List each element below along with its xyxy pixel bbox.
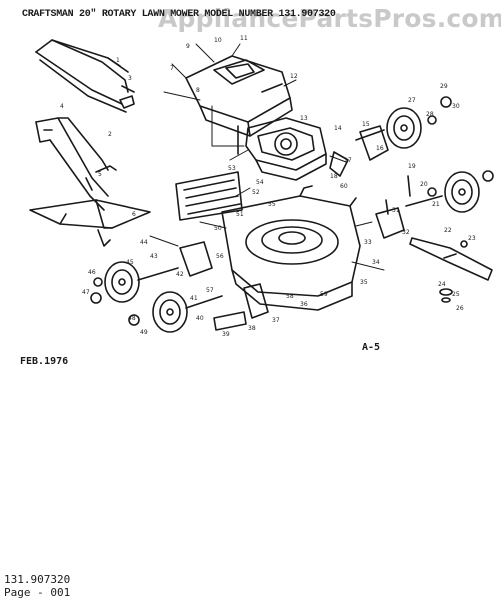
callout-4: 4	[60, 103, 64, 110]
diagram-date: FEB.1976	[20, 356, 69, 367]
callout-36: 36	[300, 301, 308, 308]
callout-46: 46	[88, 269, 96, 276]
callout-30: 30	[452, 103, 460, 110]
callout-29: 29	[440, 83, 448, 90]
callout-31: 31	[392, 207, 400, 214]
left-front-wheel	[90, 261, 179, 304]
callout-12: 12	[290, 73, 298, 80]
callout-45: 45	[126, 259, 134, 266]
callout-56: 56	[216, 253, 224, 260]
callout-8: 8	[196, 87, 200, 94]
page-number: Page - 001	[4, 586, 71, 599]
callout-18: 18	[330, 173, 338, 180]
callout-24: 24	[438, 281, 446, 288]
air-filter	[175, 171, 243, 221]
callout-3: 3	[128, 75, 132, 82]
callout-23: 23	[468, 235, 476, 242]
upper-handle	[35, 39, 135, 113]
mower-deck	[221, 185, 361, 311]
callout-27: 27	[408, 97, 416, 104]
grass-bag-adapter	[29, 199, 151, 247]
height-adjusters	[179, 125, 411, 331]
callout-51: 51	[236, 211, 244, 218]
callout-55: 55	[268, 201, 276, 208]
callout-52: 52	[252, 189, 260, 196]
lower-handle	[35, 117, 117, 211]
callout-16: 16	[376, 145, 384, 152]
callout-57: 57	[206, 287, 214, 294]
watermark: AppliancePartsPros.com	[158, 4, 501, 33]
callout-17: 17	[344, 157, 352, 164]
callout-58: 58	[286, 293, 294, 300]
right-front-wheel	[405, 170, 494, 213]
callout-2: 2	[108, 131, 112, 138]
callout-60: 60	[340, 183, 348, 190]
callout-53: 53	[228, 165, 236, 172]
callout-9: 9	[186, 43, 190, 50]
callout-41: 41	[190, 295, 198, 302]
callout-34: 34	[372, 259, 380, 266]
callout-6: 6	[132, 211, 136, 218]
callout-39: 39	[222, 331, 230, 338]
callout-19: 19	[408, 163, 416, 170]
callout-44: 44	[140, 239, 148, 246]
callout-40: 40	[196, 315, 204, 322]
model-number: 131.907320	[4, 573, 71, 586]
callout-32: 32	[402, 229, 410, 236]
callout-59: 59	[320, 291, 328, 298]
right-rear-wheel	[355, 96, 452, 149]
callout-15: 15	[362, 121, 370, 128]
callout-49: 49	[140, 329, 148, 336]
callout-11: 11	[240, 35, 248, 42]
callout-54: 54	[256, 179, 264, 186]
callout-25: 25	[452, 291, 460, 298]
callout-47: 47	[82, 289, 90, 296]
leader-lines	[149, 43, 385, 271]
blade	[409, 237, 493, 303]
callout-43: 43	[150, 253, 158, 260]
callout-26: 26	[456, 305, 464, 312]
callout-7: 7	[170, 65, 174, 72]
callout-48: 48	[128, 315, 136, 322]
callout-37: 37	[272, 317, 280, 324]
engine-shroud	[185, 55, 293, 137]
callout-13: 13	[300, 115, 308, 122]
callout-10: 10	[214, 37, 222, 44]
callout-38: 38	[248, 325, 256, 332]
left-rear-wheel	[128, 291, 223, 333]
callout-5: 5	[98, 171, 102, 178]
callout-21: 21	[432, 201, 440, 208]
callout-42: 42	[176, 271, 184, 278]
diagram-title: CRAFTSMAN 20" ROTARY LAWN MOWER MODEL NU…	[22, 9, 336, 20]
footer: 131.907320 Page - 001	[4, 573, 70, 599]
engine	[237, 117, 327, 181]
callout-50: 50	[214, 225, 222, 232]
callout-14: 14	[334, 125, 342, 132]
callout-28: 28	[426, 111, 434, 118]
callout-35: 35	[360, 279, 368, 286]
callout-1: 1	[116, 57, 120, 64]
callout-33: 33	[364, 239, 372, 246]
sheet-number: A-5	[362, 342, 381, 353]
callout-22: 22	[444, 227, 452, 234]
callout-20: 20	[420, 181, 428, 188]
